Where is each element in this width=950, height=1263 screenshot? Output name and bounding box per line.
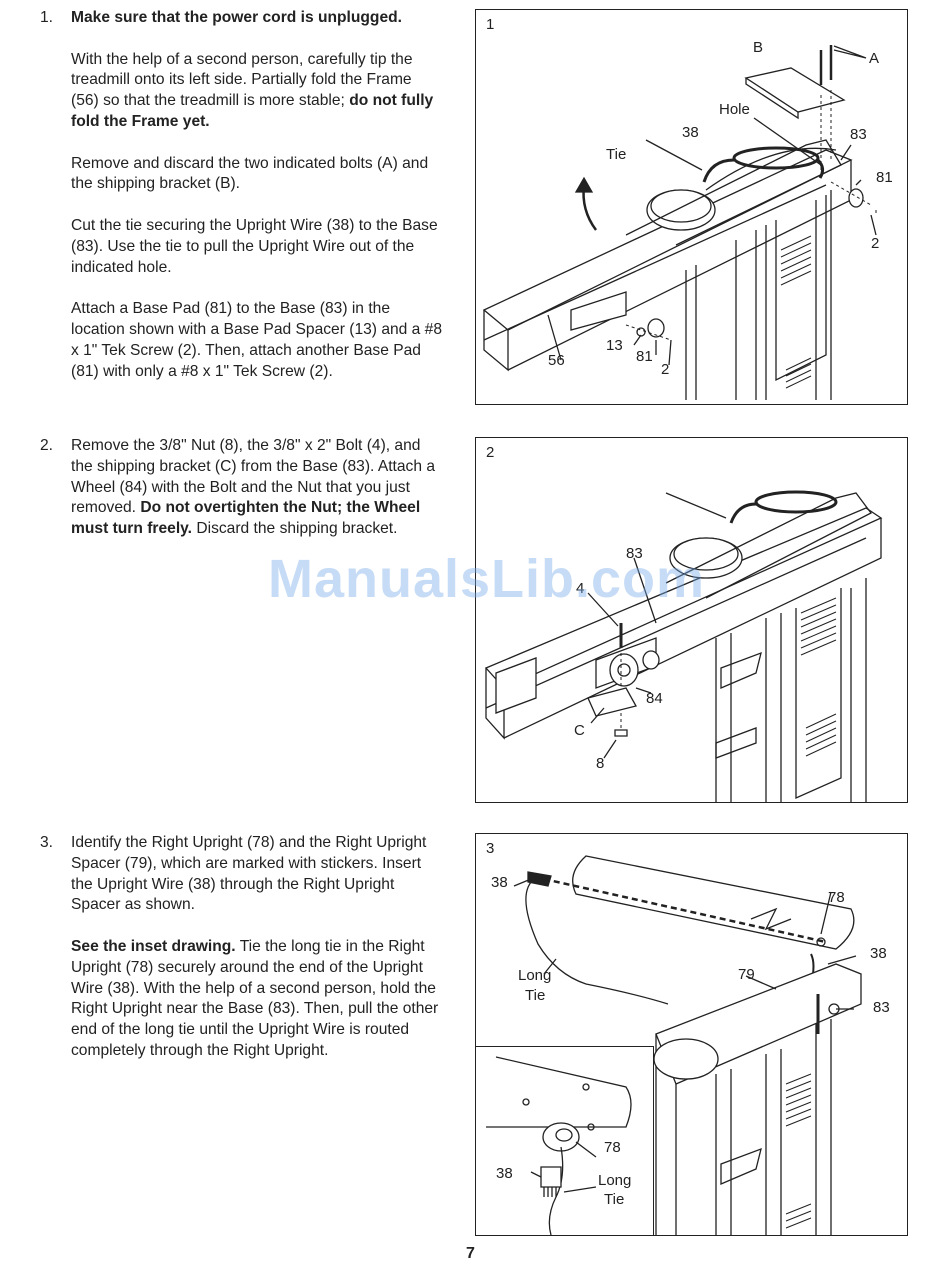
warning-text: Make sure that the power cord is unplugg… xyxy=(71,9,402,26)
step-number: 3. xyxy=(40,834,54,851)
warning-text: do not fully fold the Frame yet. xyxy=(71,92,434,130)
figure-2-drawing xyxy=(484,490,883,802)
figure-number: 3 xyxy=(486,840,495,857)
inset-drawing: 78 38 Long Tie xyxy=(476,1046,654,1235)
watermark: ManualsLib.com xyxy=(268,549,706,609)
warning-text: Do not overtighten the Nut; the Wheel mu… xyxy=(71,499,421,538)
figure-1: 1 xyxy=(475,9,908,405)
figure-number: 2 xyxy=(486,444,495,461)
step-number: 2. xyxy=(40,437,54,454)
instruction-text: Identify the Right Upright (78) and the … xyxy=(71,834,427,914)
inset-reference: See the inset drawing. xyxy=(71,937,236,955)
instruction-text: Cut the tie securing the Upright Wire (3… xyxy=(71,216,438,276)
figure-3: 3 38 78 38 79 83 Long Tie xyxy=(475,833,908,1236)
page-number: 7 xyxy=(466,1245,475,1262)
instruction-text: Attach a Base Pad (81) to the Base (83) … xyxy=(71,300,443,380)
instruction-text: Tie the long tie in the Right Upright (7… xyxy=(71,937,439,1059)
figure-2: 2 83 4 84 C xyxy=(475,437,908,803)
figure-number: 1 xyxy=(486,16,495,33)
instruction-text: Remove the 3/8" Nut (8), the 3/8" x 2" B… xyxy=(71,437,436,517)
step-body: Remove the 3/8" Nut (8), the 3/8" x 2" B… xyxy=(71,436,443,561)
instruction-text: Discard the shipping bracket. xyxy=(192,520,398,538)
step-body: Make sure that the power cord is unplugg… xyxy=(71,8,443,403)
figure-3-drawing xyxy=(513,855,862,1235)
figure-1-drawing xyxy=(482,45,877,400)
instruction-text: With the help of a second person, carefu… xyxy=(71,50,413,110)
step-number: 1. xyxy=(40,9,54,26)
instruction-text: Remove and discard the two indicated bol… xyxy=(71,154,429,193)
step-body: Identify the Right Upright (78) and the … xyxy=(71,833,443,1083)
